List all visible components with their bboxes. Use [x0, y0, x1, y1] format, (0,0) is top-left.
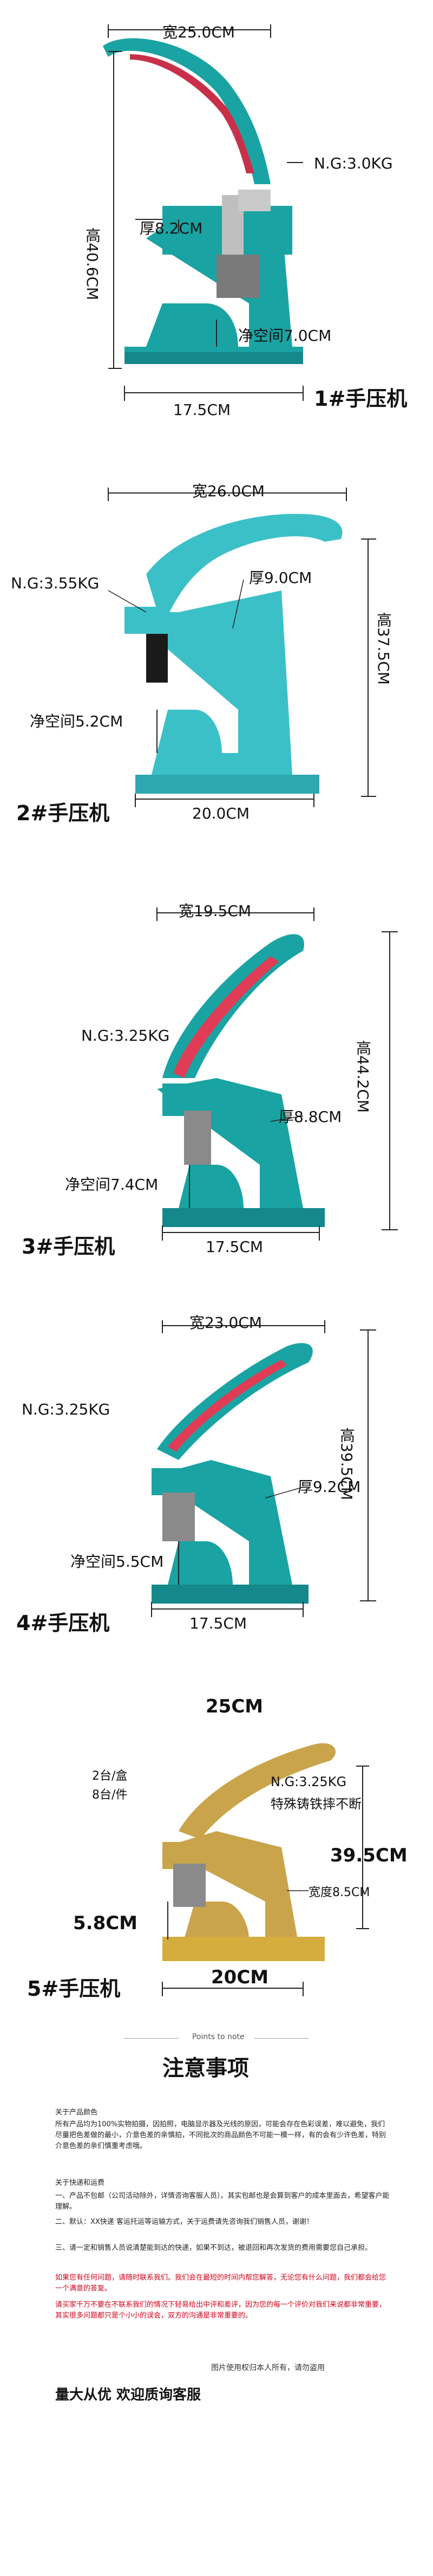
copyright-text: 图片使用权归本人所有，请勿盗用	[211, 2364, 325, 2372]
machine-5-base: 20CM	[211, 1967, 269, 1988]
machine-2-illustration	[108, 488, 376, 807]
machine-2-width: 宽26.0CM	[192, 482, 265, 500]
machine-3-thickness: 厚8.8CM	[279, 1108, 342, 1126]
machine-3-width: 宽19.5CM	[179, 902, 252, 920]
machine-5-feature: 特殊铸铁摔不断	[271, 1796, 362, 1812]
machine-2-title: 2#手压机	[16, 801, 110, 825]
machine-4-thickness: 厚9.2CM	[298, 1478, 361, 1496]
machine-3-illustration	[156, 907, 398, 1241]
shipping-item-2: 二、默认：XX快递 客运托运等运输方式，关于运费请先咨询我们销售人员，谢谢！	[55, 2218, 313, 2226]
machine-1-illustration	[103, 24, 304, 401]
machine-3-weight: N.G:3.25KG	[81, 1027, 170, 1044]
shipping-item-1: 一、产品不包邮（公司活动除外，详情咨询客服人员）。其实包邮也是会算到客户的成本里…	[55, 2192, 390, 2211]
machine-5-packing-box: 2台/盒	[92, 1769, 128, 1783]
machine-2-base: 20.0CM	[192, 804, 250, 822]
machine-panel-4: 宽23.0CM N.G:3.25KG 高39.5CM 厚9.2CM 净空间5.5…	[0, 1281, 433, 1685]
machine-1-weight: N.G:3.0KG	[314, 154, 393, 172]
machine-4-width: 宽23.0CM	[189, 1314, 263, 1332]
notes-heading: 注意事项	[162, 2056, 249, 2081]
machine-5-thickness: 宽度8.5CM	[309, 1886, 370, 1899]
machine-1-height: 高40.6CM	[83, 228, 101, 301]
machine-3-height: 高44.2CM	[354, 1040, 372, 1113]
notes-subtitle-bar: Points to note	[0, 2032, 433, 2046]
machine-1-base: 17.5CM	[173, 401, 231, 419]
machine-4-height: 高39.5CM	[338, 1427, 356, 1501]
machine-panel-1: 宽25.0CM N.G:3.0KG 高40.6CM 厚8.2CM 净空间7.0C…	[0, 0, 433, 450]
machine-panel-3: 宽19.5CM N.G:3.25KG 高44.2CM 厚8.8CM 净空间7.4…	[0, 861, 433, 1281]
machine-4-weight: N.G:3.25KG	[22, 1400, 110, 1418]
machine-4-illustration	[151, 1320, 376, 1617]
machine-1-title: 1#手压机	[314, 387, 408, 411]
machine-2-thickness: 厚9.0CM	[249, 569, 312, 587]
color-title: 关于产品颜色	[55, 2108, 98, 2117]
machine-2-gap: 净空间5.2CM	[30, 712, 123, 730]
machine-5-gap: 5.8CM	[73, 1912, 138, 1934]
machine-panel-5: 25CM N.G:3.25KG 特殊铸铁摔不断 2台/盒 8台/件 39.5CM…	[0, 1685, 433, 2004]
machine-5-width: 25CM	[206, 1696, 264, 1717]
machine-5-packing-case: 8台/件	[92, 1788, 128, 1802]
machine-3-gap: 净空间7.4CM	[65, 1176, 159, 1193]
machine-3-title: 3#手压机	[22, 1235, 115, 1258]
machine-1-width: 宽25.0CM	[162, 23, 235, 41]
machine-2-height: 高37.5CM	[375, 612, 392, 685]
red-notice-1: 如果您有任何问题，请随时联系我们。我们会在最短的时间内帮您解答，无论您有什么问题…	[55, 2274, 386, 2293]
machine-1-thickness: 厚8.2CM	[140, 219, 203, 237]
shipping-title: 关于快递和运费	[55, 2179, 105, 2187]
machine-4-title: 4#手压机	[16, 1611, 110, 1635]
notes-subtitle: Points to note	[192, 2033, 245, 2041]
machine-4-gap: 净空间5.5CM	[70, 1553, 164, 1571]
notes-section: Points to note 注意事项 关于产品颜色 所有产品均为100%实物拍…	[0, 2004, 433, 2576]
machine-5-illustration	[162, 1743, 369, 1996]
machine-panel-2: 宽26.0CM N.G:3.55KG 高37.5CM 厚9.0CM 净空间5.2…	[0, 450, 433, 861]
color-text: 所有产品均为100%实物拍摄，因拍照，电脑显示器及光线的原因，可能会存在色彩误差…	[55, 2120, 386, 2150]
shipping-item-3: 三、请一定和销售人员说清楚能到达的快递，如果不到达，被退回和再次发货的费用需要您…	[55, 2244, 372, 2252]
machine-4-base: 17.5CM	[189, 1614, 247, 1632]
machine-1-gap: 净空间7.0CM	[238, 327, 332, 345]
machine-5-weight: N.G:3.25KG	[271, 1774, 347, 1789]
red-notice-2: 请买家千万不要在不联系我们的情况下轻易给出中评和差评，因为您的每一个评价对我们来…	[55, 2301, 386, 2320]
machine-2-weight: N.G:3.55KG	[11, 574, 100, 592]
machine-3-base: 17.5CM	[206, 1238, 264, 1256]
machine-5-height: 39.5CM	[330, 1845, 408, 1866]
machine-5-title: 5#手压机	[27, 1977, 121, 2001]
slogan-text: 量大从优 欢迎质询客服	[55, 2387, 201, 2403]
